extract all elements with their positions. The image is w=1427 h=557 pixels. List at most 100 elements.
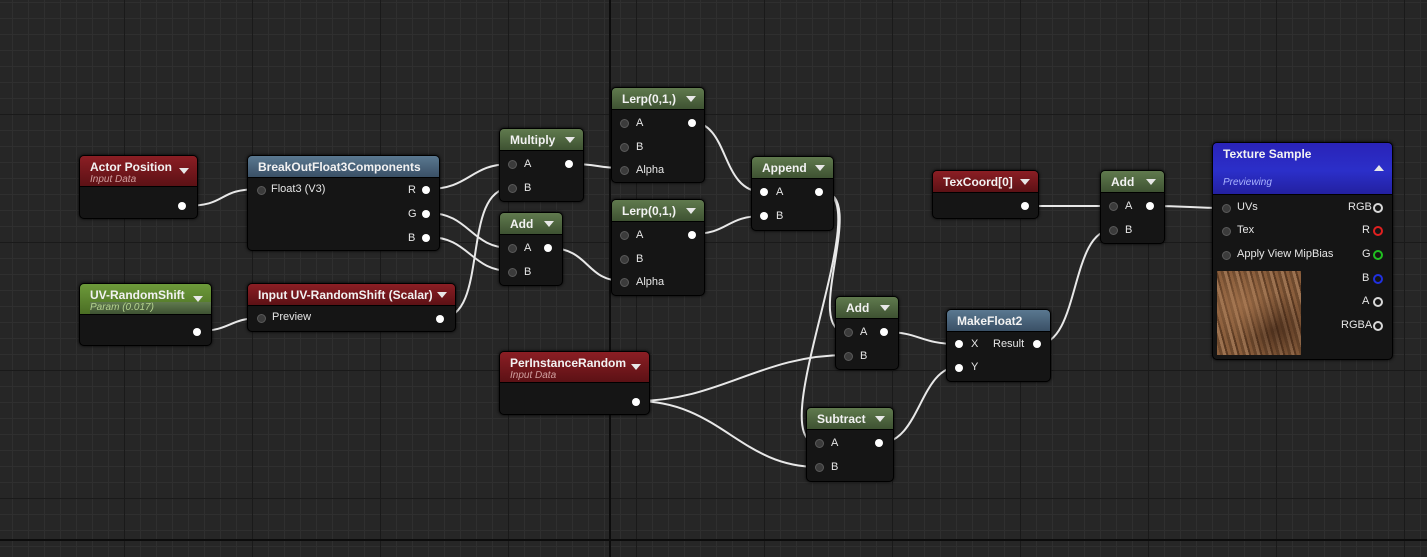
input-pin-b[interactable] bbox=[815, 463, 824, 472]
input-pin-a[interactable] bbox=[508, 160, 517, 169]
input-pin-a[interactable] bbox=[760, 188, 768, 196]
input-pin-a[interactable] bbox=[815, 439, 824, 448]
input-pin-a[interactable] bbox=[620, 231, 629, 240]
node-texcoord[interactable]: TexCoord[0] bbox=[932, 170, 1039, 219]
collapse-arrow-icon[interactable] bbox=[437, 292, 447, 298]
input-pin-y[interactable] bbox=[955, 364, 963, 372]
input-pin-alpha[interactable] bbox=[620, 166, 629, 175]
output-pin[interactable] bbox=[544, 244, 552, 252]
node-add-2[interactable]: Add A B bbox=[835, 296, 899, 370]
wire-random-to-subtract-b[interactable] bbox=[635, 400, 819, 468]
output-pin-b[interactable] bbox=[1373, 274, 1383, 284]
node-multiply[interactable]: Multiply A B bbox=[499, 128, 584, 202]
node-header[interactable]: Add bbox=[500, 213, 562, 235]
node-header[interactable]: Add bbox=[1101, 171, 1164, 193]
input-pin-b[interactable] bbox=[508, 268, 517, 277]
node-input-uv-random-shift[interactable]: Input UV-RandomShift (Scalar) Preview bbox=[247, 283, 456, 332]
node-header[interactable]: Lerp(0,1,) bbox=[612, 200, 704, 222]
collapse-arrow-icon[interactable] bbox=[179, 168, 189, 174]
node-actor-position[interactable]: Actor Position Input Data bbox=[79, 155, 198, 219]
output-pin[interactable] bbox=[688, 119, 696, 127]
node-header[interactable]: Actor Position Input Data bbox=[80, 156, 197, 187]
output-pin-r[interactable] bbox=[1373, 226, 1383, 236]
input-pin-b[interactable] bbox=[760, 212, 768, 220]
output-pin[interactable] bbox=[178, 202, 186, 210]
collapse-arrow-icon[interactable] bbox=[686, 96, 696, 102]
node-breakout-float3[interactable]: BreakOutFloat3Components Float3 (V3) R G… bbox=[247, 155, 440, 251]
output-pin[interactable] bbox=[815, 188, 823, 196]
node-lerp-2[interactable]: Lerp(0,1,) A B Alpha bbox=[611, 199, 705, 296]
pin-label-b: B bbox=[636, 141, 644, 153]
wire-append-to-subtract-a[interactable] bbox=[800, 191, 840, 444]
collapse-arrow-icon[interactable] bbox=[880, 305, 890, 311]
output-pin-rgb[interactable] bbox=[1373, 203, 1383, 213]
node-header[interactable]: PerInstanceRandom Input Data bbox=[500, 352, 649, 383]
node-uv-random-shift[interactable]: UV-RandomShift Param (0.017) bbox=[79, 283, 212, 346]
input-pin-a[interactable] bbox=[1109, 202, 1118, 211]
collapse-arrow-icon[interactable] bbox=[631, 364, 641, 370]
node-header[interactable]: TexCoord[0] bbox=[933, 171, 1038, 193]
output-pin[interactable] bbox=[875, 439, 883, 447]
node-header[interactable]: Texture Sample Previewing bbox=[1213, 143, 1392, 195]
node-add-1[interactable]: Add A B bbox=[499, 212, 563, 286]
node-texture-sample[interactable]: Texture Sample Previewing UVs Tex Apply … bbox=[1212, 142, 1393, 360]
input-pin-uvs[interactable] bbox=[1222, 204, 1231, 213]
node-lerp-1[interactable]: Lerp(0,1,) A B Alpha bbox=[611, 87, 705, 183]
output-pin[interactable] bbox=[1021, 202, 1029, 210]
input-pin-x[interactable] bbox=[955, 340, 963, 348]
collapse-arrow-icon[interactable] bbox=[1374, 165, 1384, 171]
node-header[interactable]: MakeFloat2 bbox=[947, 310, 1050, 332]
output-pin-a[interactable] bbox=[1373, 297, 1383, 307]
node-add-3[interactable]: Add A B bbox=[1100, 170, 1165, 244]
node-make-float2[interactable]: MakeFloat2 X Result Y bbox=[946, 309, 1051, 382]
collapse-arrow-icon[interactable] bbox=[686, 208, 696, 214]
input-pin-float3[interactable] bbox=[257, 186, 266, 195]
output-pin[interactable] bbox=[1146, 202, 1154, 210]
input-pin-preview[interactable] bbox=[257, 314, 266, 323]
collapse-arrow-icon[interactable] bbox=[565, 137, 575, 143]
node-header[interactable]: Add bbox=[836, 297, 898, 319]
input-pin-mip-bias[interactable] bbox=[1222, 251, 1231, 260]
input-pin-b[interactable] bbox=[1109, 226, 1118, 235]
node-header[interactable]: BreakOutFloat3Components bbox=[248, 156, 439, 178]
collapse-arrow-icon[interactable] bbox=[815, 165, 825, 171]
node-header[interactable]: Append bbox=[752, 157, 833, 179]
output-pin-rgba[interactable] bbox=[1373, 321, 1383, 331]
input-pin-a[interactable] bbox=[844, 328, 853, 337]
output-pin[interactable] bbox=[436, 315, 444, 323]
input-pin-b[interactable] bbox=[508, 184, 517, 193]
input-pin-a[interactable] bbox=[508, 244, 517, 253]
input-pin-b[interactable] bbox=[620, 143, 629, 152]
input-pin-alpha[interactable] bbox=[620, 278, 629, 287]
output-pin-g[interactable] bbox=[422, 210, 430, 218]
input-pin-a[interactable] bbox=[620, 119, 629, 128]
output-pin-b[interactable] bbox=[422, 234, 430, 242]
output-pin-g[interactable] bbox=[1373, 250, 1383, 260]
node-header[interactable]: UV-RandomShift Param (0.017) bbox=[80, 284, 211, 315]
output-pin-r[interactable] bbox=[422, 186, 430, 194]
node-header[interactable]: Input UV-RandomShift (Scalar) bbox=[248, 284, 455, 306]
wire-random-to-add2-b[interactable] bbox=[635, 354, 848, 402]
collapse-arrow-icon[interactable] bbox=[544, 221, 554, 227]
output-pin[interactable] bbox=[688, 231, 696, 239]
collapse-arrow-icon[interactable] bbox=[1146, 179, 1156, 185]
node-header[interactable]: Subtract bbox=[807, 408, 893, 430]
input-pin-b[interactable] bbox=[620, 255, 629, 264]
output-pin[interactable] bbox=[632, 398, 640, 406]
input-pin-tex[interactable] bbox=[1222, 227, 1231, 236]
output-pin[interactable] bbox=[193, 328, 201, 336]
node-header[interactable]: Multiply bbox=[500, 129, 583, 151]
collapse-arrow-icon[interactable] bbox=[1020, 179, 1030, 185]
node-append[interactable]: Append A B bbox=[751, 156, 834, 231]
output-pin-result[interactable] bbox=[1033, 340, 1041, 348]
node-header[interactable]: Lerp(0,1,) bbox=[612, 88, 704, 110]
collapse-arrow-icon[interactable] bbox=[875, 416, 885, 422]
wire-makefloat-to-add3-b[interactable] bbox=[1037, 229, 1113, 345]
collapse-arrow-icon[interactable] bbox=[193, 296, 203, 302]
node-per-instance-random[interactable]: PerInstanceRandom Input Data bbox=[499, 351, 650, 415]
output-pin[interactable] bbox=[880, 328, 888, 336]
node-subtract[interactable]: Subtract A B bbox=[806, 407, 894, 482]
output-pin[interactable] bbox=[565, 160, 573, 168]
input-pin-b[interactable] bbox=[844, 352, 853, 361]
